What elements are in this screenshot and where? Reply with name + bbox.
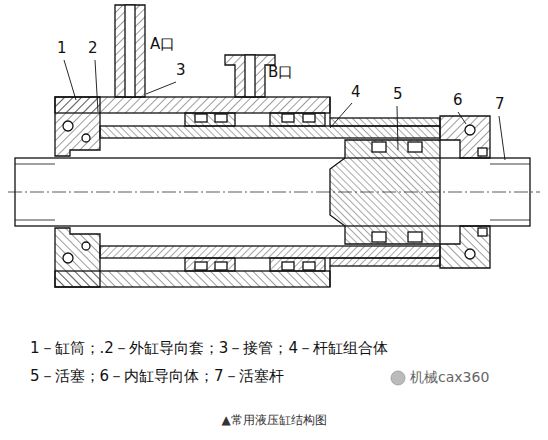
- callout-number: 2: [88, 40, 98, 57]
- callout-number: 7: [495, 96, 505, 113]
- parts-list: 1－缸筒；.2－外缸导向套；3－接管；4－杆缸组合体: [30, 340, 388, 357]
- outer-guide-sleeve: [55, 97, 100, 156]
- watermark: 机械cax360: [410, 369, 489, 385]
- callout-number: 3: [176, 62, 186, 79]
- port-label: B口: [268, 64, 293, 81]
- callout-number: 4: [351, 84, 361, 101]
- leader-lines: [64, 60, 505, 160]
- rod-cylinder-tube: [100, 126, 440, 138]
- callout-number: 6: [453, 92, 463, 109]
- port-label: A口: [150, 36, 175, 53]
- parts-list: 5－活塞；6－内缸导向体；7－活塞杆: [30, 368, 284, 385]
- port-a-tube: [115, 5, 145, 97]
- figure-caption: ▲常用液压缸结构图: [221, 414, 326, 428]
- callout-number: 5: [393, 86, 403, 103]
- callout-number: 1: [57, 40, 67, 57]
- port-b-tube: [225, 55, 275, 97]
